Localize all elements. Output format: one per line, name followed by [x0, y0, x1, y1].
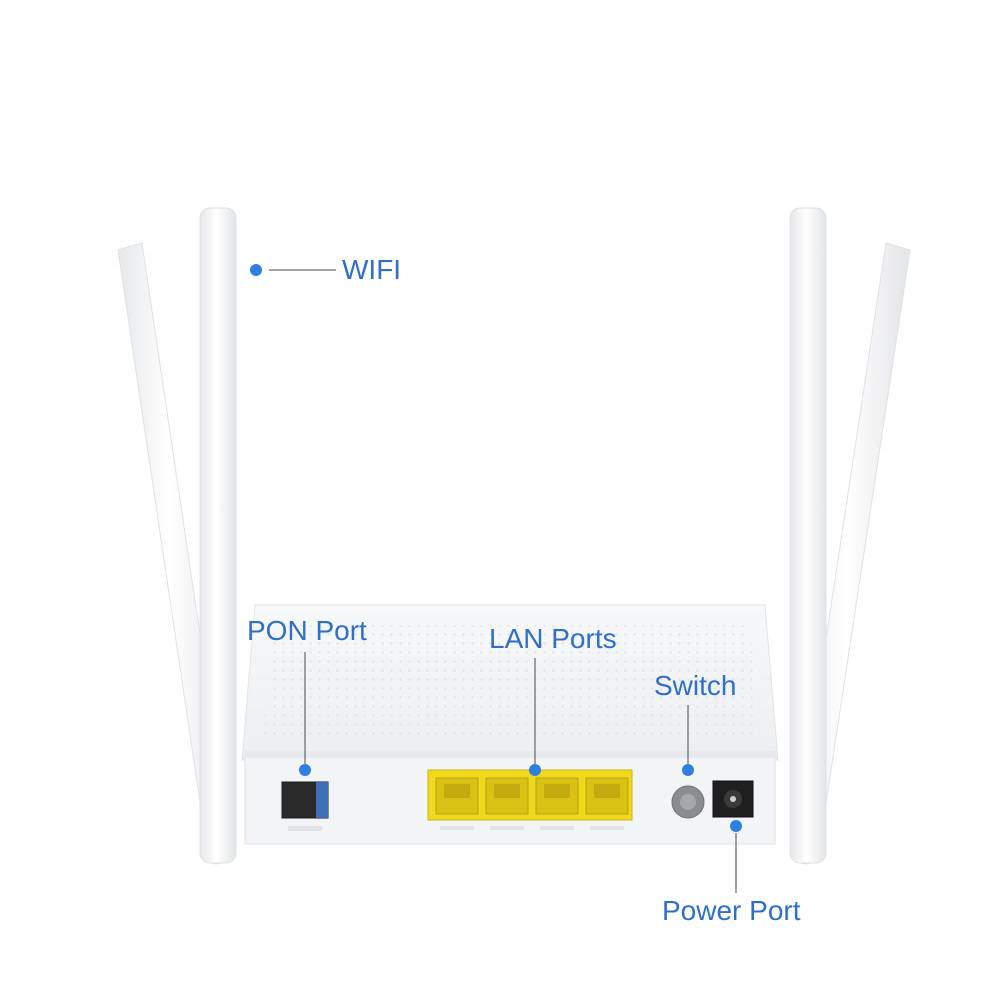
lan-ports-label: LAN Ports	[489, 623, 617, 654]
switch-label: Switch	[654, 670, 737, 701]
lan-port-3	[535, 777, 579, 815]
wifi-callout-marker	[250, 264, 336, 276]
antenna-front-right	[789, 207, 827, 864]
wifi-label: WIFI	[342, 254, 402, 285]
pon-connector	[281, 781, 329, 831]
lan-port-1	[435, 777, 479, 815]
lan-port-2	[485, 777, 529, 815]
pon-callout-marker	[299, 652, 311, 776]
switch-callout-marker	[682, 705, 694, 776]
antenna-front-left	[199, 207, 237, 864]
power-callout-marker	[730, 820, 742, 893]
lan-port-block	[427, 769, 633, 830]
lan-port-4	[585, 777, 629, 815]
power-port-label: Power Port	[662, 895, 801, 926]
lan-callout-marker	[529, 658, 541, 776]
power-switch	[671, 785, 705, 819]
power-jack	[712, 780, 754, 818]
pon-port-label: PON Port	[247, 615, 367, 646]
